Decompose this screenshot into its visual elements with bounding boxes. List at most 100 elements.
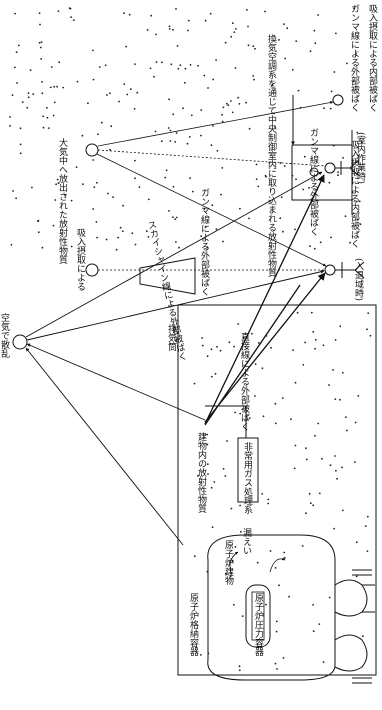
particle-dot	[238, 665, 241, 668]
particle-dot	[286, 27, 289, 30]
particle-dot	[27, 96, 30, 99]
particle-dot	[241, 615, 244, 617]
pressure-vessel-outline	[245, 584, 271, 648]
particle-dot	[106, 94, 108, 96]
particle-dot	[342, 509, 344, 512]
particle-dot	[248, 417, 251, 420]
particle-dot	[32, 93, 35, 95]
particle-dot	[93, 186, 96, 189]
gamma-external-top-label: ガンマ線による外部被ばく	[349, 4, 360, 112]
particle-dot	[280, 196, 283, 199]
particle-dot	[357, 154, 359, 157]
particle-dot	[138, 186, 141, 189]
particle-dot	[172, 216, 174, 219]
particle-dot	[195, 646, 198, 649]
particle-dot	[53, 85, 56, 88]
particle-dot	[37, 220, 39, 223]
particle-dot	[239, 207, 241, 210]
particle-dot	[122, 204, 124, 207]
building-lower-to-scatter-line	[25, 347, 184, 546]
particle-dot	[193, 555, 196, 558]
particle-dot	[278, 584, 280, 587]
particle-dot	[312, 504, 315, 507]
particle-dot	[17, 44, 20, 47]
particle-dot	[12, 190, 15, 192]
particle-dot	[230, 35, 233, 38]
gamma-external-label: ガンマ線による外部被ばく	[199, 188, 210, 296]
particle-dot	[294, 228, 296, 231]
particle-dot	[333, 71, 336, 73]
particle-dot	[367, 312, 370, 314]
particle-dot	[134, 177, 136, 180]
particle-dot	[200, 109, 203, 111]
particle-dot	[366, 328, 368, 331]
particle-dot	[357, 395, 360, 397]
particle-dot	[261, 493, 264, 495]
particle-dot	[226, 440, 229, 442]
particle-dot	[251, 332, 253, 335]
particle-dot	[204, 226, 207, 229]
particle-dot	[55, 183, 57, 186]
particle-dot	[118, 100, 120, 103]
particle-dot	[330, 90, 333, 93]
particle-dot	[211, 204, 214, 207]
particle-dot	[155, 33, 157, 36]
particle-dot	[125, 45, 128, 48]
particle-dot	[46, 106, 48, 109]
particle-dot	[247, 25, 249, 28]
particle-dot	[54, 199, 57, 201]
person-indoor-icon	[324, 160, 359, 176]
particle-dot	[290, 418, 292, 421]
particle-dot	[200, 235, 203, 238]
particle-dot	[291, 68, 294, 71]
particle-dot	[197, 474, 199, 477]
particle-dot	[336, 477, 338, 480]
particle-dot	[107, 192, 109, 195]
particle-dot	[154, 130, 157, 133]
particle-dot	[355, 52, 357, 55]
gamma-room-label: ガンマ線による外部被ばく	[308, 128, 319, 236]
reactor-building-label: 原子炉建物	[223, 540, 234, 586]
particle-dot	[334, 398, 337, 400]
particle-dot	[337, 171, 339, 174]
particle-dot	[123, 12, 125, 15]
particle-dot	[52, 114, 55, 117]
particle-dot	[40, 58, 43, 60]
particle-dot	[70, 16, 72, 18]
particle-dot	[203, 436, 206, 439]
particle-dot	[119, 226, 122, 229]
particle-dot	[313, 247, 316, 250]
airborne-particle-dots	[9, 7, 372, 672]
particle-dot	[207, 87, 209, 89]
particle-dot	[50, 66, 53, 68]
particle-dot	[216, 149, 219, 152]
particle-dot	[274, 567, 277, 569]
particle-dot	[239, 504, 242, 507]
particle-dot	[153, 75, 155, 78]
particle-dot	[136, 91, 139, 94]
particle-dot	[211, 526, 214, 529]
particle-dot	[261, 367, 264, 370]
particle-dot	[170, 63, 173, 66]
particle-dot	[312, 330, 315, 333]
containment-vessel-label: 原子炉格納容器	[188, 593, 199, 656]
particle-dot	[253, 78, 255, 81]
particle-dot	[219, 349, 222, 352]
particle-dot	[169, 129, 172, 132]
ventilation-intake-label: 換気空調系を通じて中央制御室内に取り込まれる放射性物質	[266, 33, 277, 278]
particle-dot	[58, 61, 61, 64]
particle-dot	[314, 434, 316, 437]
particle-dot	[317, 14, 319, 16]
particle-dot	[72, 19, 75, 21]
particle-dot	[109, 92, 111, 95]
particle-dot	[334, 339, 337, 341]
particle-dot	[284, 57, 287, 60]
particle-dot	[82, 183, 84, 186]
containment-vessel-shape	[207, 534, 375, 684]
particle-dot	[238, 103, 241, 105]
particle-dot	[341, 466, 343, 469]
particle-dot	[230, 507, 233, 510]
skyshine-line	[26, 269, 325, 341]
stack-label: 排気筒	[166, 323, 177, 352]
particle-dot	[230, 100, 232, 102]
